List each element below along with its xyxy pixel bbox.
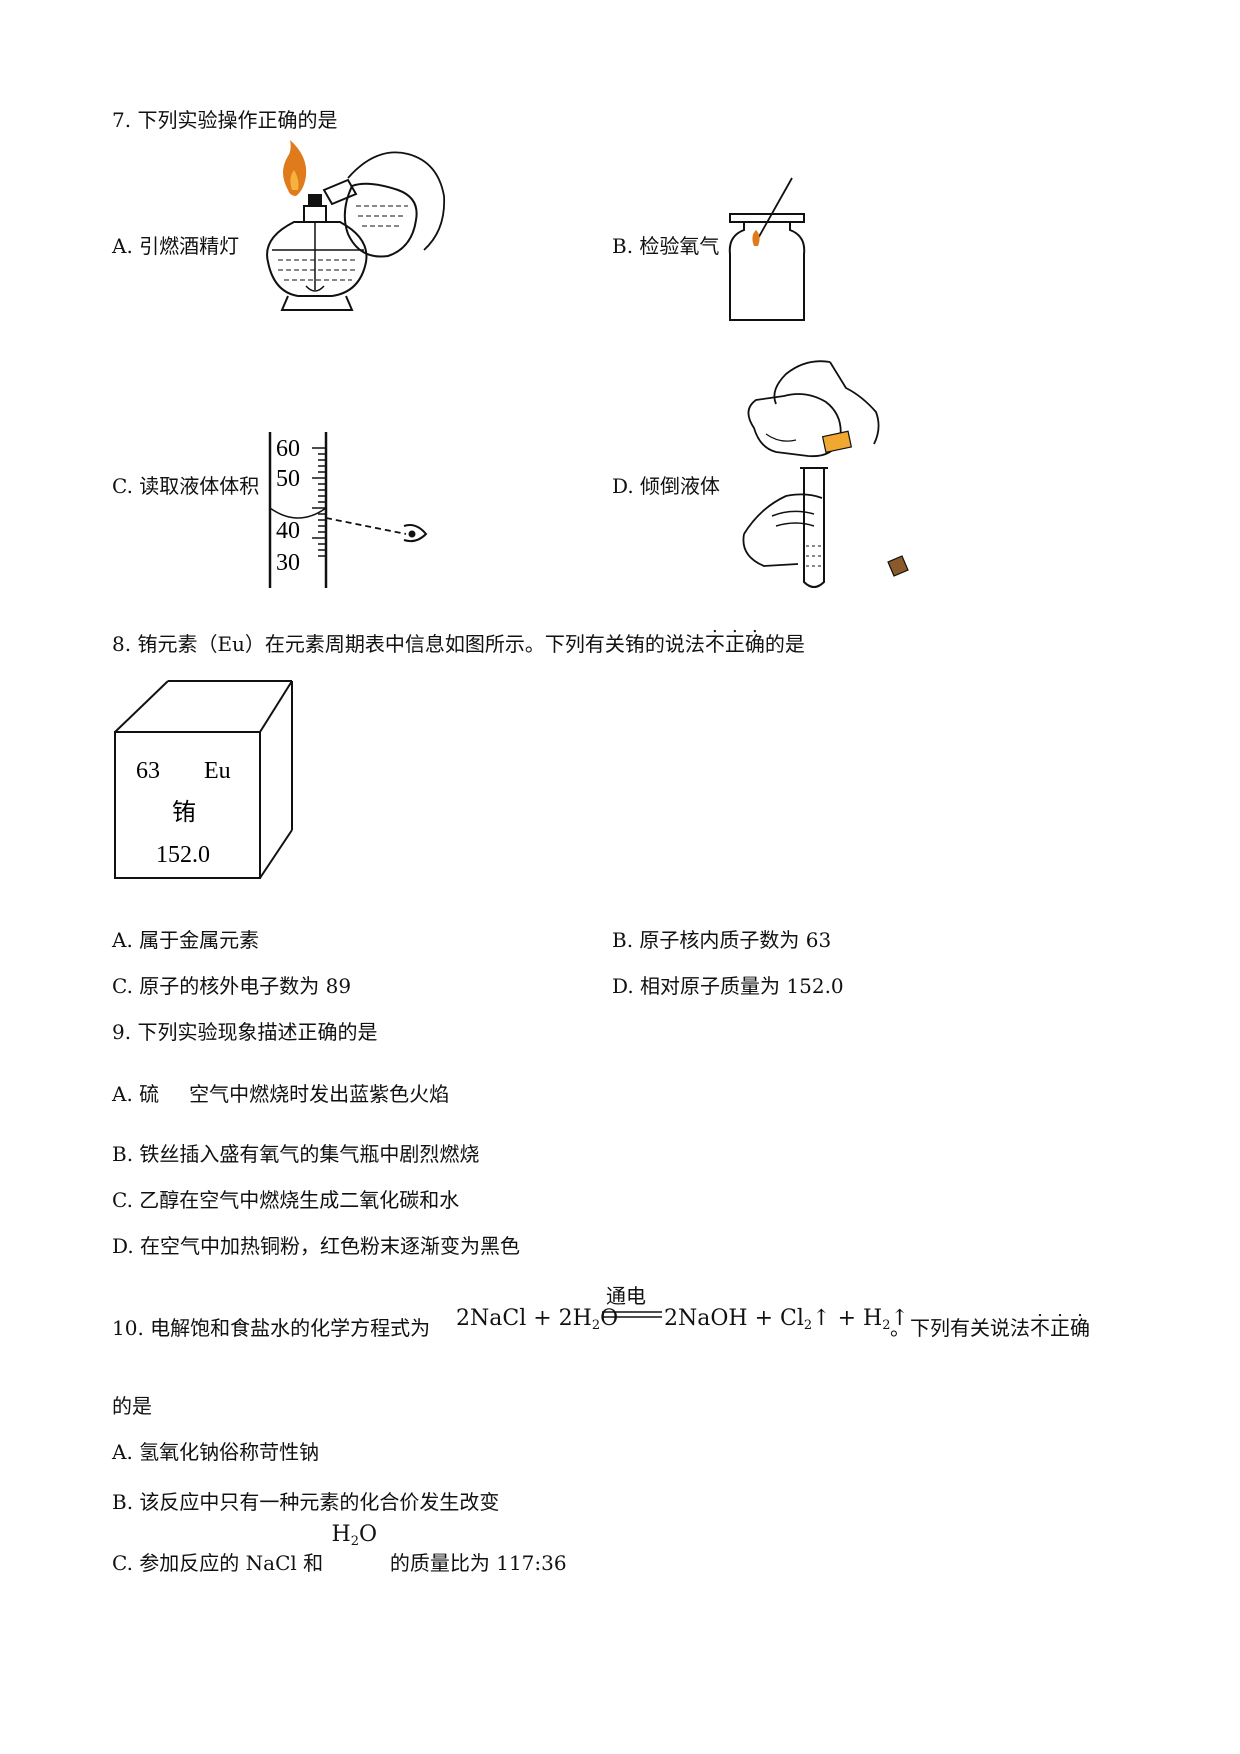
q8-stem-pre: 8. 铕元素（Eu）在元素周期表中信息如图所示。下列有关铕的说法 bbox=[112, 632, 705, 656]
q10-option-a[interactable]: A. 氢氧化钠俗称苛性钠 bbox=[112, 1440, 320, 1464]
q9-option-b[interactable]: B. 铁丝插入盛有氧气的集气瓶中剧烈燃烧 bbox=[112, 1142, 480, 1166]
card-atomic-mass: 152.0 bbox=[156, 842, 210, 868]
q10-option-b[interactable]: B. 该反应中只有一种元素的化合价发生改变 bbox=[112, 1490, 500, 1514]
q9-option-d[interactable]: D. 在空气中加热铜粉，红色粉末逐渐变为黑色 bbox=[112, 1234, 521, 1258]
water-formula-subscript: 2 bbox=[350, 1534, 359, 1549]
q7-option-d[interactable]: D. 倾倒液体 bbox=[612, 474, 721, 498]
eq-subscript: 2 bbox=[803, 1318, 813, 1333]
pouring-liquid-figure bbox=[742, 360, 909, 588]
card-symbol: Eu bbox=[204, 758, 231, 784]
q8-option-d[interactable]: D. 相对原子质量为 152.0 bbox=[612, 974, 844, 998]
q10-emph-3: 确 bbox=[1070, 1316, 1090, 1340]
q10-stem-mid-text: 。下列有关说法 bbox=[890, 1316, 1030, 1340]
q9-stem: 9. 下列实验现象描述正确的是 bbox=[112, 1020, 378, 1044]
water-formula: H2O bbox=[330, 1522, 384, 1570]
eq-right-part-1: 2NaOH + Cl bbox=[664, 1306, 804, 1331]
electrolysis-equation-right: 2NaOH + Cl2↑ + H2↑ bbox=[664, 1306, 909, 1333]
cylinder-tick-40: 40 bbox=[276, 518, 300, 544]
graduated-cylinder-figure: 60 50 40 30 bbox=[268, 432, 428, 588]
cylinder-tick-30: 30 bbox=[276, 550, 300, 576]
q9-option-a-pre: A. 硫 bbox=[112, 1082, 160, 1106]
q8-option-b[interactable]: B. 原子核内质子数为 63 bbox=[612, 928, 832, 952]
q8-option-a[interactable]: A. 属于金属元素 bbox=[112, 928, 260, 952]
q8-emph-2: 正 bbox=[725, 632, 745, 656]
q10-stem-pre: 10. 电解饱和食盐水的化学方程式为 bbox=[112, 1316, 431, 1340]
q9-option-c[interactable]: C. 乙醇在空气中燃烧生成二氧化碳和水 bbox=[112, 1188, 460, 1212]
q10-option-c-pre: C. 参加反应的 NaCl 和 bbox=[112, 1551, 324, 1575]
q7-option-a[interactable]: A. 引燃酒精灯 bbox=[112, 234, 240, 258]
card-name: 铕 bbox=[172, 798, 196, 826]
q10-stem-mid: 。下列有关说法不正确 bbox=[890, 1316, 1090, 1340]
q10-option-c-post: 的质量比为 117:36 bbox=[389, 1551, 567, 1575]
eq-right-part-2: ↑ + H bbox=[812, 1306, 883, 1331]
q7-option-c[interactable]: C. 读取液体体积 bbox=[112, 474, 260, 498]
q10-emph-1: 不 bbox=[1030, 1316, 1050, 1340]
cylinder-tick-50: 50 bbox=[276, 466, 300, 492]
q10-stem-line2: 的是 bbox=[112, 1394, 152, 1418]
q10-option-c[interactable]: C. 参加反应的 NaCl 和 H2O 的质量比为 117:36 bbox=[112, 1522, 567, 1575]
water-formula-h: H bbox=[331, 1522, 351, 1547]
eq-subscript: 2 bbox=[882, 1318, 891, 1333]
q7-option-b[interactable]: B. 检验氧气 bbox=[612, 234, 720, 258]
q8-stem-post: 的是 bbox=[764, 632, 805, 656]
water-formula-o: O bbox=[358, 1522, 378, 1547]
q7-stem: 7. 下列实验操作正确的是 bbox=[112, 108, 338, 132]
cylinder-tick-60: 60 bbox=[276, 436, 300, 462]
card-atomic-number: 63 bbox=[136, 758, 160, 784]
element-card-europium: 63 Eu 铕 152.0 bbox=[114, 680, 293, 879]
eye-icon bbox=[403, 524, 428, 543]
electrolysis-equation-left: 2NaCl + 2H2O bbox=[456, 1306, 618, 1333]
eq-right-part-3: ↑ bbox=[890, 1306, 909, 1331]
gas-jar-figure bbox=[728, 177, 806, 321]
q8-option-c[interactable]: C. 原子的核外电子数为 89 bbox=[112, 974, 352, 998]
alcohol-lamp-figure bbox=[266, 140, 446, 311]
q8-emph-1: 不 bbox=[705, 632, 725, 656]
eq-condition: 通电 bbox=[606, 1284, 646, 1308]
eq-left-part-1: 2NaCl + 2H bbox=[456, 1306, 592, 1331]
q9-option-a-post: 空气中燃烧时发出蓝紫色火焰 bbox=[189, 1082, 450, 1106]
q8-emph-3: 确 bbox=[745, 632, 765, 656]
q10-emph-2: 正 bbox=[1050, 1316, 1070, 1340]
eq-double-bar bbox=[602, 1311, 662, 1318]
q8-stem: 8. 铕元素（Eu）在元素周期表中信息如图所示。下列有关铕的说法不正确的是 bbox=[112, 632, 805, 656]
q9-option-a[interactable]: A. 硫 空气中燃烧时发出蓝紫色火焰 bbox=[112, 1082, 449, 1106]
eq-subscript: 2 bbox=[591, 1318, 601, 1333]
